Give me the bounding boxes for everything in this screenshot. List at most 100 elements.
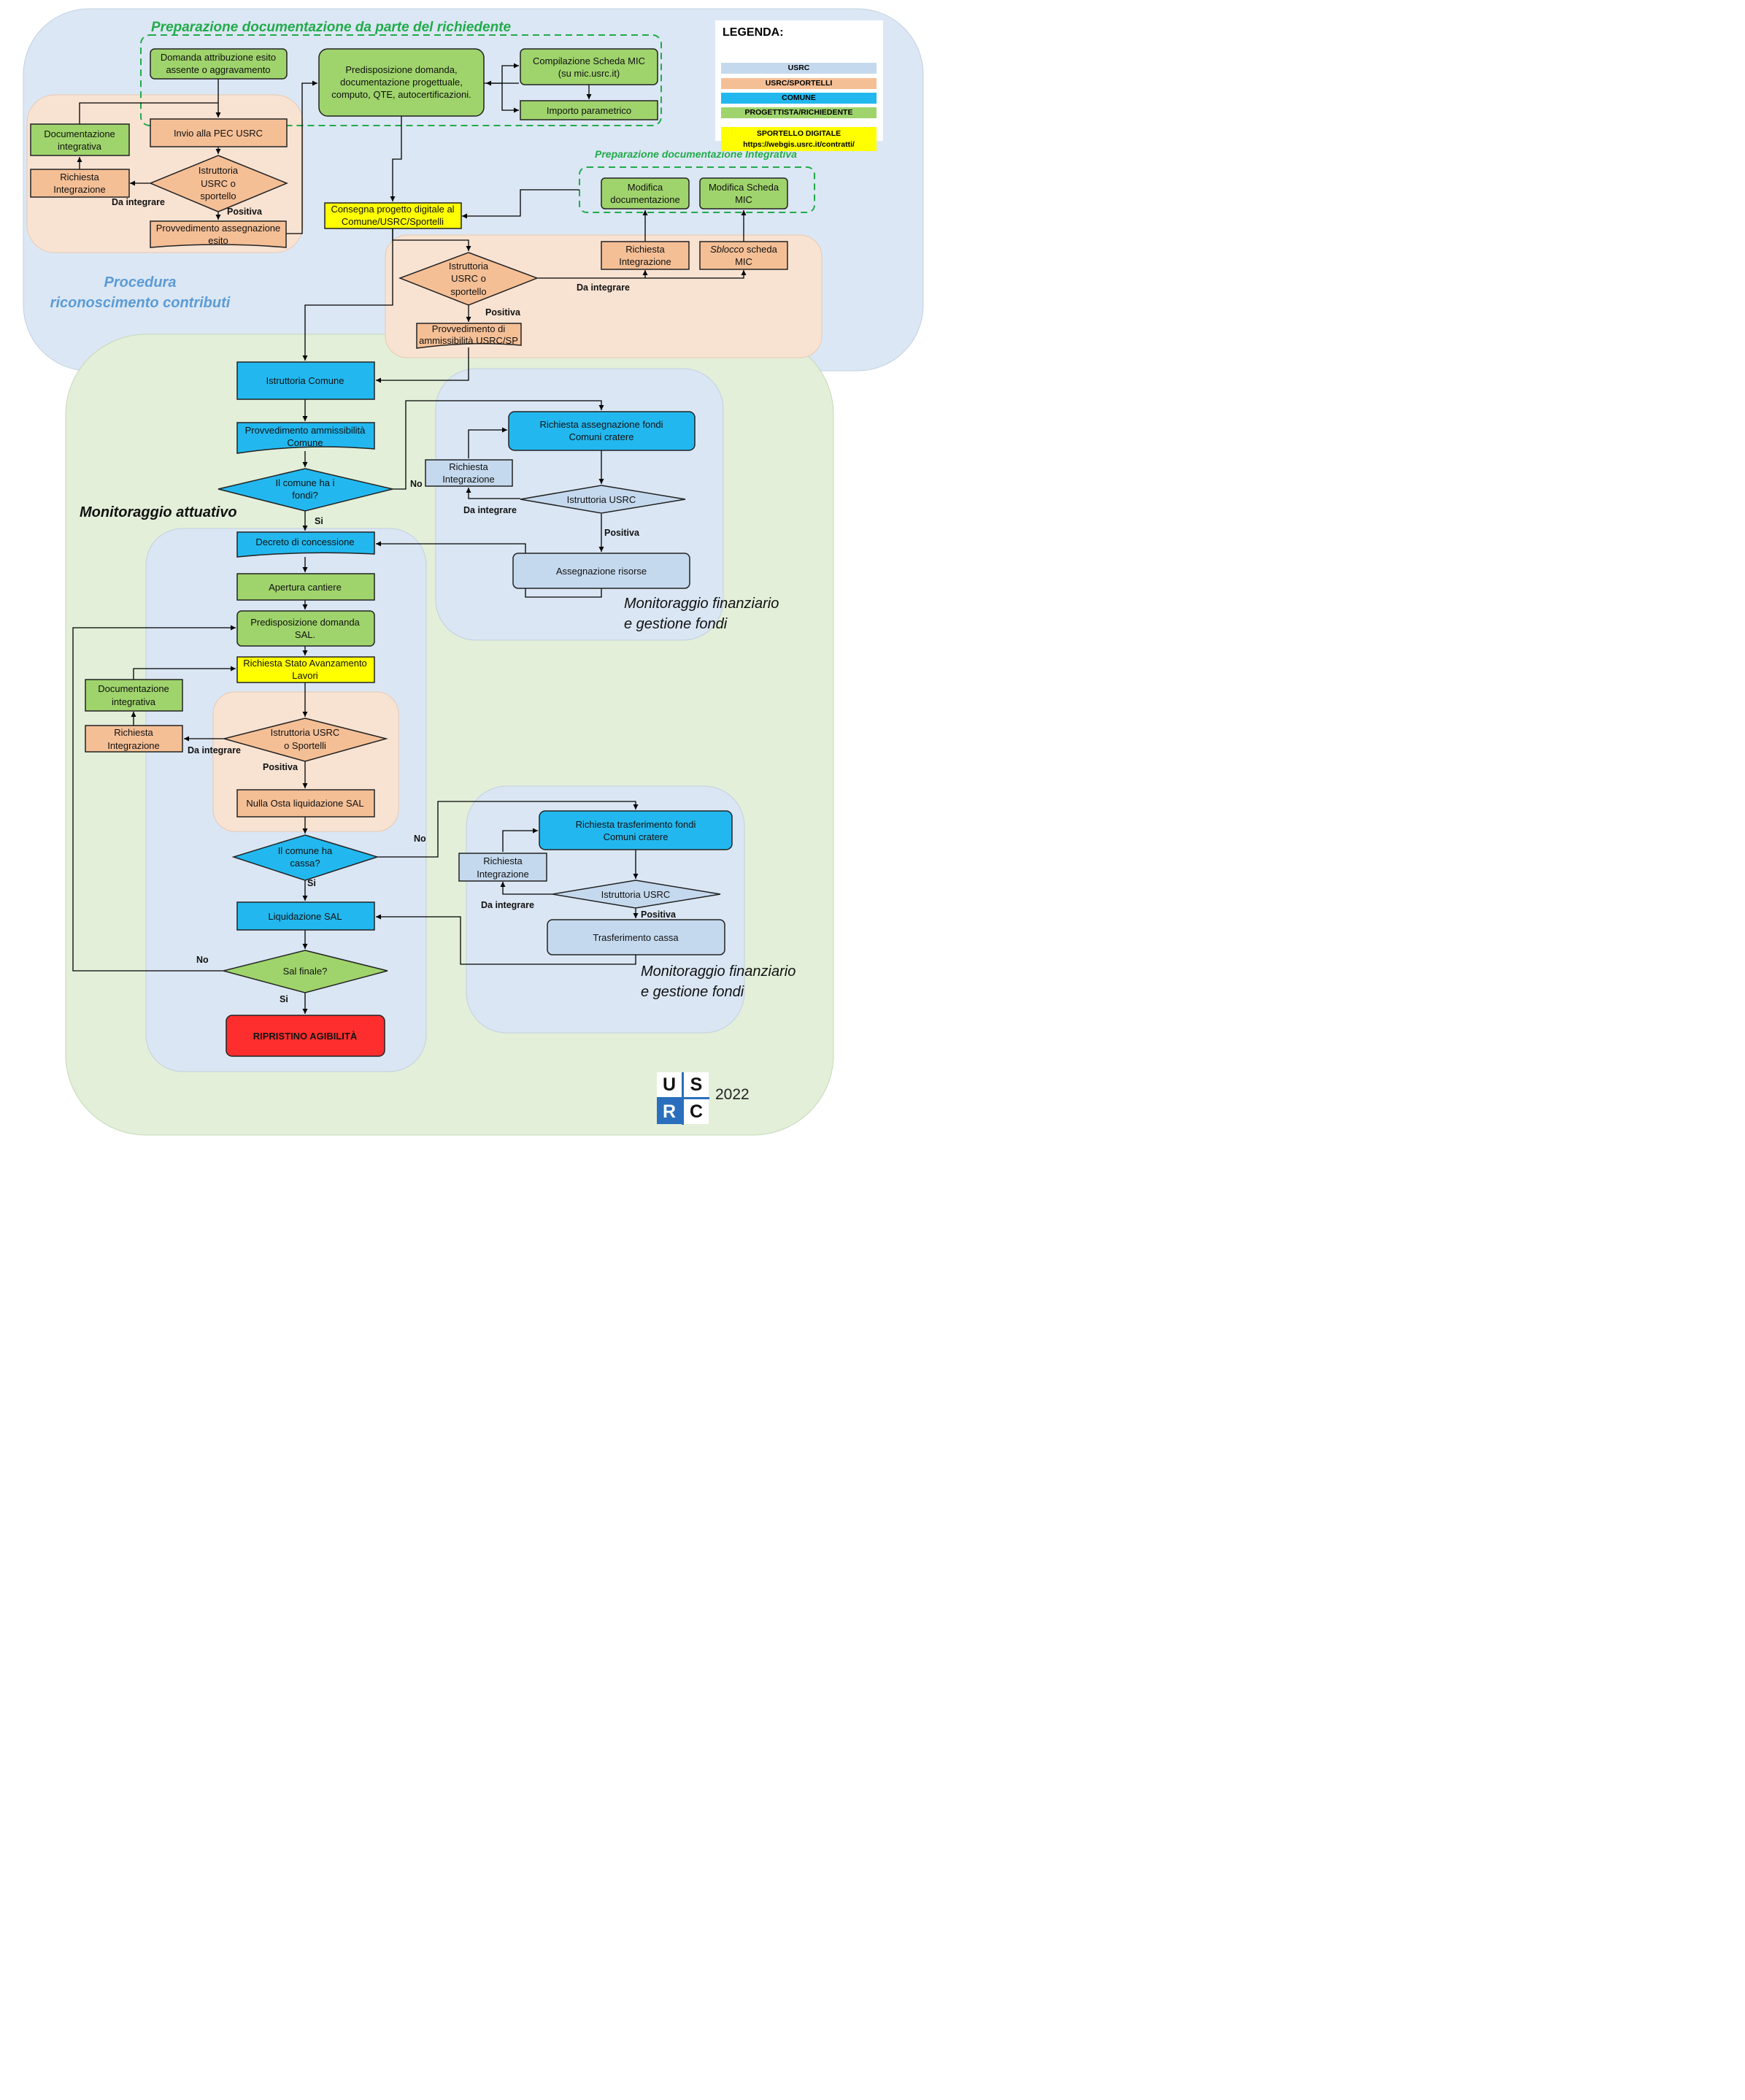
legend-item-sportello-box: SPORTELLO DIGITALE https://webgis.usrc.i…	[721, 127, 877, 151]
label-da-integrare-5: Da integrare	[481, 900, 534, 910]
text-predisp-domanda: Predisposizione domanda,documentazione p…	[331, 64, 471, 100]
label-positiva-1: Positiva	[227, 207, 263, 217]
legend-item-usrc-sportelli: USRC/SPORTELLI	[721, 78, 877, 89]
title-finanziario-1: Monitoraggio finanziario	[624, 596, 779, 612]
node-predisposizione-domanda	[318, 48, 485, 117]
title-finanziario-1b: e gestione fondi	[624, 616, 728, 632]
text-invio-pec: Invio alla PEC USRC	[174, 128, 263, 139]
logo-letter-c: C	[684, 1099, 709, 1124]
node-documentazione-integrativa-2	[85, 679, 183, 712]
node-predisposizione-sal	[236, 610, 375, 647]
node-modifica-documentazione	[601, 177, 690, 209]
node-istruttoria-usrc-5	[552, 880, 721, 909]
label-positiva-4: Positiva	[263, 762, 298, 772]
label-si-2: Si	[307, 878, 316, 888]
node-apertura-cantiere	[236, 573, 375, 601]
text-liquidazione: Liquidazione SAL	[268, 911, 342, 922]
text-istruttoria-comune: Istruttoria Comune	[266, 375, 344, 386]
node-richiesta-integrazione-2	[601, 241, 690, 270]
logo-divider-v	[682, 1072, 684, 1125]
label-da-integrare-2: Da integrare	[577, 282, 630, 293]
legend-item-comune: COMUNE	[721, 93, 877, 104]
legend-title: LEGENDA:	[723, 26, 784, 39]
text-sal-finale: Sal finale?	[283, 966, 328, 977]
title-integrativa: Preparazione documentazione Integrativa	[595, 148, 797, 160]
node-provvedimento-esito	[150, 220, 287, 248]
text-ripristino: RIPRISTINO AGIBILITÀ	[253, 1031, 358, 1042]
node-importo-parametrico	[520, 100, 658, 120]
legend-item-usrc: USRC	[721, 63, 877, 74]
logo-letter-u: U	[657, 1072, 682, 1097]
text-importo: Importo parametrico	[547, 105, 631, 116]
logo-letter-s: S	[684, 1072, 709, 1097]
year-label: 2022	[715, 1086, 750, 1103]
title-finanziario-2: Monitoraggio finanziario	[641, 964, 796, 980]
node-richiesta-integrazione-4	[85, 725, 183, 753]
label-da-integrare-3: Da integrare	[463, 505, 517, 515]
node-domanda-attribuzione	[150, 48, 288, 80]
text-assegnazione-risorse: Assegnazione risorse	[556, 566, 647, 577]
legend-item-progettista: PROGETTISTA/RICHIEDENTE	[721, 107, 877, 118]
legend-sportello-url: https://webgis.usrc.it/contratti/	[743, 140, 855, 149]
node-invio-pec	[150, 118, 288, 147]
text-decreto: Decreto di concessione	[255, 536, 354, 547]
label-positiva-3: Positiva	[604, 528, 640, 538]
node-modifica-scheda-mic	[699, 177, 788, 209]
title-preparazione: Preparazione documentazione da parte del…	[151, 20, 512, 35]
title-finanziario-2b: e gestione fondi	[641, 984, 744, 1000]
node-istruttoria-1	[149, 155, 288, 212]
node-richiesta-sal	[236, 656, 375, 683]
label-no-2: No	[414, 834, 426, 844]
node-documentazione-integrativa-1	[30, 123, 130, 156]
logo-letter-r: R	[657, 1099, 682, 1124]
node-liquidazione-sal	[236, 901, 375, 931]
text-istruttoria-usrc-5: Istruttoria USRC	[601, 889, 671, 900]
usrc-logo: U S R C	[657, 1072, 709, 1125]
label-da-integrare-1: Da integrare	[112, 197, 165, 207]
node-istruttoria-comune	[236, 361, 375, 400]
label-si-3: Si	[280, 994, 288, 1004]
node-richiesta-assegnazione	[508, 411, 696, 451]
node-sal-finale	[221, 950, 388, 993]
node-istruttoria-4	[222, 718, 388, 762]
node-sblocco-scheda	[699, 241, 788, 270]
legend-sportello-label: SPORTELLO DIGITALE	[756, 129, 841, 138]
title-procedura: Procedura	[104, 274, 177, 291]
title-attuativo: Monitoraggio attuativo	[80, 504, 237, 520]
text-nulla-osta: Nulla Osta liquidazione SAL	[246, 798, 363, 809]
label-si-1: Si	[315, 516, 323, 526]
node-comune-cassa	[231, 834, 380, 881]
node-istruttoria-usrc-3	[520, 485, 686, 514]
text-apertura: Apertura cantiere	[269, 582, 342, 593]
legend: LEGENDA: USRC USRC/SPORTELLI COMUNE PROG…	[715, 20, 883, 151]
node-richiesta-trasferimento	[539, 810, 733, 850]
label-da-integrare-4: Da integrare	[188, 745, 241, 755]
node-consegna-progetto	[324, 202, 462, 229]
label-no-1: No	[410, 479, 423, 489]
node-decreto-concessione	[236, 531, 375, 558]
label-positiva-5: Positiva	[641, 909, 677, 920]
node-richiesta-integrazione-1	[30, 169, 130, 198]
text-trasferimento-cassa: Trasferimento cassa	[593, 932, 679, 943]
node-comune-fondi	[217, 468, 393, 512]
label-no-3: No	[196, 955, 209, 965]
node-assegnazione-risorse	[512, 553, 690, 589]
